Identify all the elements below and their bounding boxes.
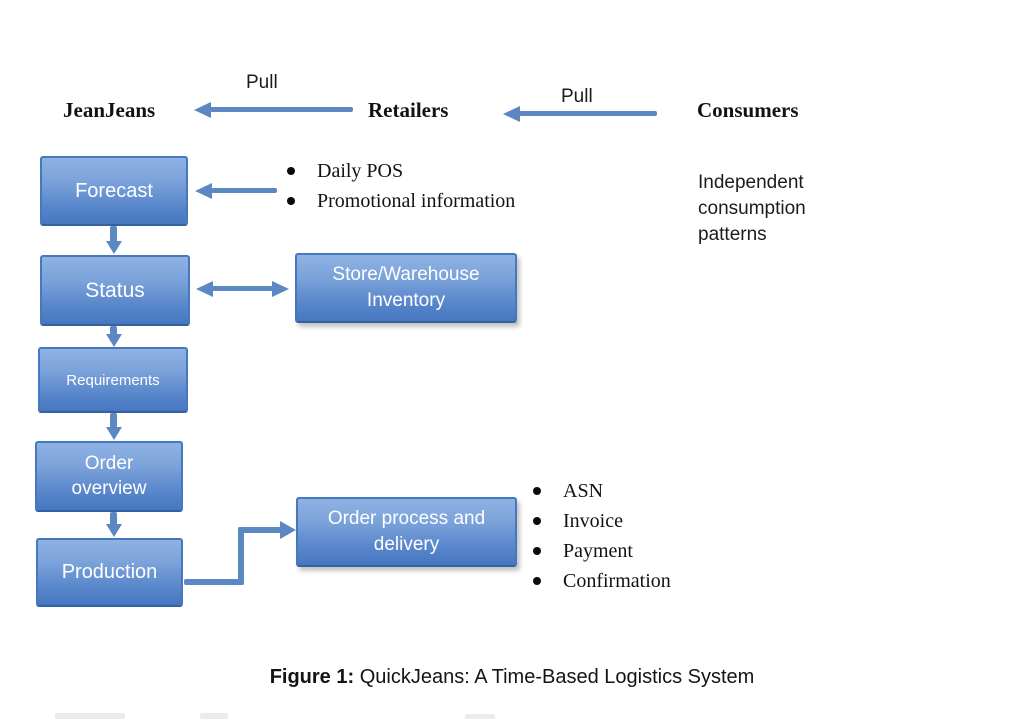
- box-order-overview-label: Order overview: [71, 452, 147, 499]
- bullet-icon: [533, 487, 541, 495]
- figure-caption-text: QuickJeans: A Time-Based Logistics Syste…: [354, 666, 755, 688]
- bullet-icon: [533, 577, 541, 585]
- pull-label-right: Pull: [561, 86, 593, 107]
- box-requirements: Requirements: [38, 347, 188, 413]
- arrow-forecast-to-status: [110, 226, 117, 242]
- order-outputs-list: ASN Invoice Payment Confirmation: [533, 476, 671, 596]
- box-store-warehouse-inventory: Store/Warehouse Inventory: [295, 253, 517, 323]
- actor-retailers: Retailers: [368, 98, 449, 122]
- figure-caption-prefix: Figure 1:: [269, 666, 355, 688]
- bullet-icon: [533, 517, 541, 525]
- box-status-label: Status: [85, 278, 145, 302]
- arrow-retailers-to-jeanjeans: [210, 107, 353, 112]
- connector-production-upper-horizontal: [238, 527, 282, 533]
- cutoff-text-remnant: [55, 713, 125, 719]
- box-requirements-label: Requirements: [66, 371, 160, 389]
- arrow-order-overview-to-production: [110, 512, 117, 525]
- arrow-status-inventory-bidirectional: [212, 286, 273, 291]
- box-forecast: Forecast: [40, 156, 188, 226]
- bullet-icon: [287, 167, 295, 175]
- order-output-label: Payment: [563, 539, 633, 562]
- box-order-overview: Order overview: [35, 441, 183, 512]
- list-item: Payment: [533, 536, 671, 566]
- consumer-note: Independent consumption patterns: [698, 172, 806, 245]
- bullet-icon: [287, 197, 295, 205]
- box-status: Status: [40, 255, 190, 326]
- arrow-status-to-requirements: [110, 326, 117, 335]
- box-forecast-label: Forecast: [75, 179, 153, 202]
- box-production: Production: [36, 538, 183, 607]
- list-item: ASN: [533, 476, 671, 506]
- list-item: Confirmation: [533, 566, 671, 596]
- cutoff-text-remnant: [200, 713, 228, 719]
- retailer-input-label: Daily POS: [317, 159, 404, 182]
- box-production-label: Production: [61, 561, 158, 583]
- order-output-label: Confirmation: [563, 569, 671, 592]
- arrow-requirements-to-order-overview: [110, 413, 117, 428]
- bullet-icon: [533, 547, 541, 555]
- box-order-process-delivery: Order process and delivery: [296, 497, 517, 567]
- figure-caption: Figure 1: QuickJeans: A Time-Based Logis…: [0, 666, 1024, 689]
- order-output-label: Invoice: [563, 509, 623, 532]
- retailer-input-label: Promotional information: [317, 189, 516, 212]
- retailer-inputs-list: Daily POS Promotional information: [287, 156, 515, 216]
- cutoff-text-remnant: [465, 714, 495, 719]
- connector-production-horizontal: [184, 579, 244, 585]
- list-item: Promotional information: [287, 186, 515, 216]
- list-item: Invoice: [533, 506, 671, 536]
- list-item: Daily POS: [287, 156, 515, 186]
- order-output-label: ASN: [563, 479, 604, 502]
- connector-arrowhead-icon: [280, 521, 296, 539]
- box-store-warehouse-inventory-label: Store/Warehouse Inventory: [332, 264, 480, 311]
- actor-consumers: Consumers: [697, 98, 799, 122]
- arrow-inputs-to-forecast: [211, 188, 277, 193]
- arrow-consumers-to-retailers: [519, 111, 657, 116]
- actor-jeanjeans: JeanJeans: [63, 98, 156, 122]
- connector-production-vertical: [238, 527, 244, 585]
- pull-label-left: Pull: [246, 72, 278, 93]
- box-order-process-delivery-label: Order process and delivery: [327, 508, 486, 555]
